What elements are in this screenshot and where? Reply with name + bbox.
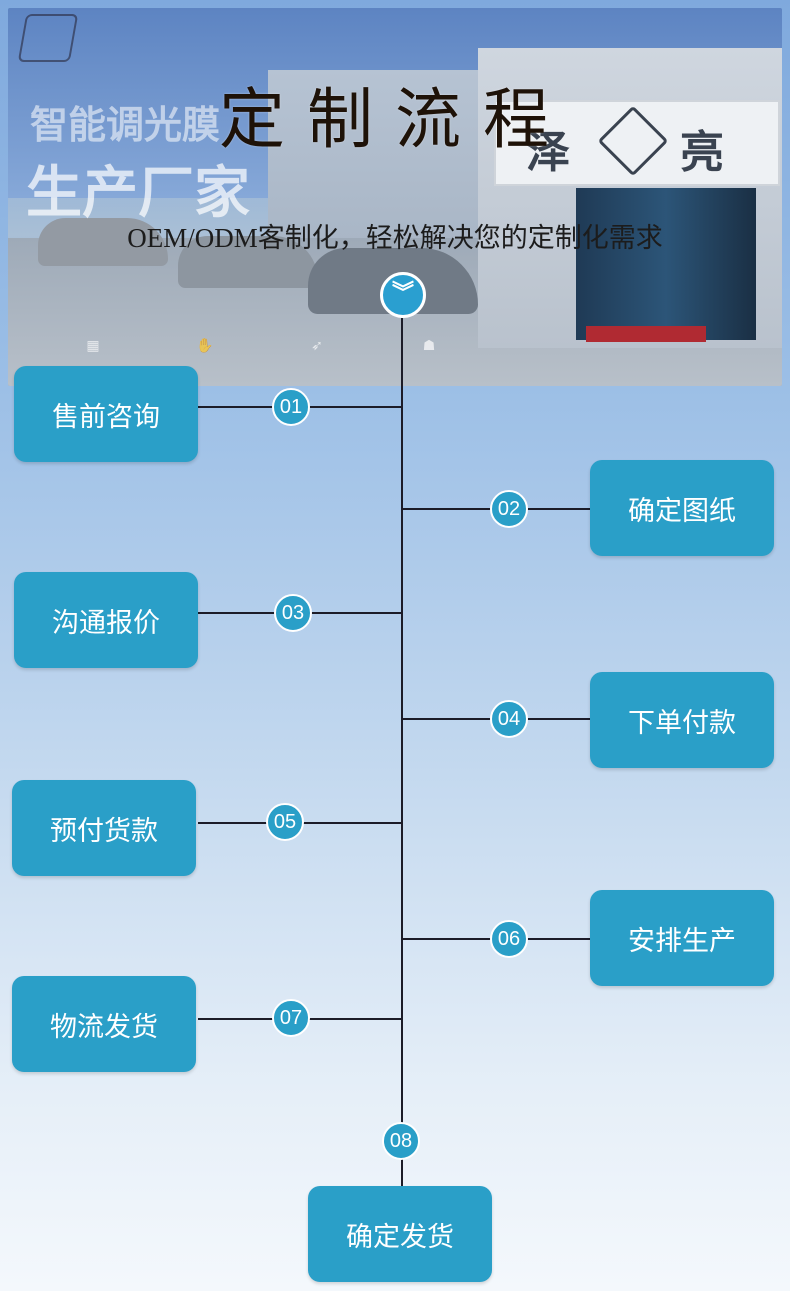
- step-label: 物流发货: [50, 1011, 158, 1043]
- red-carpet: [586, 326, 706, 342]
- step-label: 确定图纸: [628, 495, 736, 527]
- shop-sign-left-char: 泽: [526, 128, 570, 177]
- step-number-badge-05: 05: [266, 803, 304, 841]
- step-number-badge-03: 03: [274, 594, 312, 632]
- brand-logo-icon: [17, 14, 79, 62]
- step-box-07[interactable]: 物流发货: [12, 976, 196, 1072]
- step-label: 售前咨询: [52, 401, 160, 433]
- factory-door: [576, 188, 756, 340]
- step-box-03[interactable]: 沟通报价: [14, 572, 198, 668]
- parked-car: [178, 236, 318, 288]
- step-number-badge-04: 04: [490, 700, 528, 738]
- banner-background-text-1: 智能调光膜: [30, 103, 221, 147]
- step-box-06[interactable]: 安排生产: [590, 890, 774, 986]
- shop-sign-right-char: 亮: [680, 128, 724, 177]
- step-box-04[interactable]: 下单付款: [590, 672, 774, 768]
- step-number-badge-06: 06: [490, 920, 528, 958]
- timeline-vertical-line: [401, 318, 403, 1186]
- banner-stats-icons: ▦ ✋ ➶ ☗: [68, 338, 454, 372]
- step-number-badge-02: 02: [490, 490, 528, 528]
- factory-shop-sign: 泽 亮: [494, 100, 780, 186]
- step-number-badge-07: 07: [272, 999, 310, 1037]
- step-box-01[interactable]: 售前咨询: [14, 366, 198, 462]
- parked-car: [38, 218, 168, 266]
- step-number-badge-01: 01: [272, 388, 310, 426]
- chevron-down-icon[interactable]: ︾: [380, 272, 426, 318]
- step-box-08[interactable]: 确定发货: [308, 1186, 492, 1282]
- step-label: 沟通报价: [52, 607, 160, 639]
- hero-banner: 泽 亮 智能调光膜 生产厂家 ▦ ✋ ➶ ☗ 定制流程 OEM/ODM客制化，轻…: [8, 8, 782, 386]
- banner-background-text-2: 生产厂家: [26, 161, 250, 226]
- step-box-05[interactable]: 预付货款: [12, 780, 196, 876]
- page-title: 定制流程: [219, 81, 571, 158]
- handshake-icon: ✋: [196, 338, 214, 354]
- buildings-icon: ▦: [86, 338, 100, 354]
- step-box-02[interactable]: 确定图纸: [590, 460, 774, 556]
- step-label: 预付货款: [50, 815, 158, 847]
- banner-building-left: [268, 70, 478, 270]
- person-icon: ☗: [422, 338, 436, 354]
- step-number-badge-08: 08: [382, 1122, 420, 1160]
- page-subtitle: OEM/ODM客制化，轻松解决您的定制化需求: [127, 223, 663, 253]
- rocket-icon: ➶: [311, 338, 323, 354]
- step-label: 安排生产: [628, 925, 736, 957]
- step-label: 下单付款: [628, 707, 736, 739]
- step-label: 确定发货: [346, 1221, 454, 1253]
